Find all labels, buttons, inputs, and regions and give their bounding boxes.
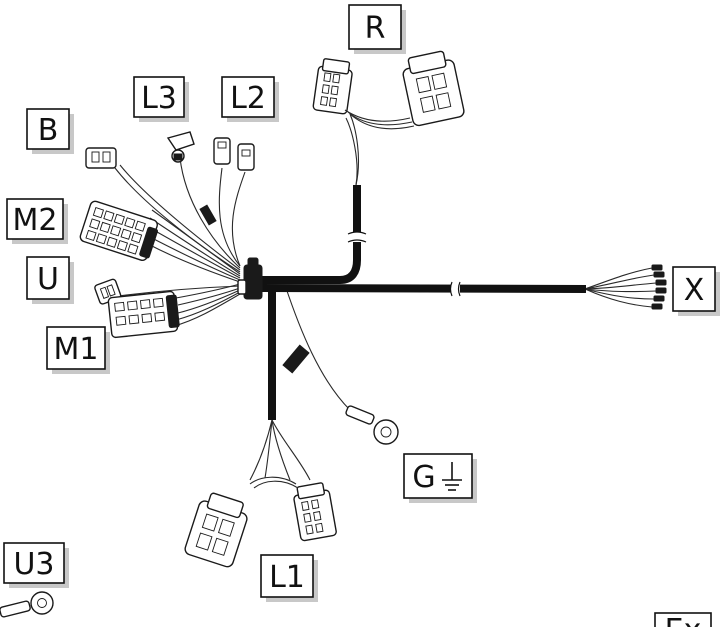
connector-m1 bbox=[107, 290, 180, 339]
connector-l2 bbox=[199, 137, 255, 226]
connector-x-terminals bbox=[651, 264, 667, 310]
connector-l3 bbox=[166, 131, 195, 163]
svg-text:M1: M1 bbox=[54, 332, 99, 367]
label-l3: L3 bbox=[133, 76, 189, 122]
label-m2: M2 bbox=[6, 198, 68, 244]
svg-text:G: G bbox=[412, 460, 435, 495]
connector-l1 bbox=[184, 476, 337, 568]
label-ex: Ex bbox=[654, 612, 712, 627]
svg-text:Ex: Ex bbox=[665, 613, 702, 627]
svg-text:R: R bbox=[365, 11, 386, 46]
label-l2: L2 bbox=[221, 76, 279, 122]
ground-ring-terminal bbox=[282, 344, 399, 445]
break-mark-horizontal bbox=[449, 281, 461, 297]
connector-m2 bbox=[79, 200, 158, 261]
connector-r bbox=[312, 50, 465, 130]
svg-text:M2: M2 bbox=[13, 203, 58, 238]
svg-text:U: U bbox=[37, 262, 59, 297]
svg-text:B: B bbox=[38, 113, 59, 148]
label-m1: M1 bbox=[46, 326, 110, 374]
label-x: X bbox=[672, 266, 720, 316]
junction-clip bbox=[237, 257, 263, 300]
svg-text:U3: U3 bbox=[13, 547, 54, 582]
branch-wires bbox=[114, 113, 657, 481]
label-g: G bbox=[403, 453, 477, 503]
label-r: R bbox=[348, 4, 406, 54]
connector-b bbox=[85, 147, 117, 169]
label-u: U bbox=[26, 256, 74, 304]
svg-text:X: X bbox=[684, 273, 705, 308]
svg-text:L2: L2 bbox=[230, 81, 266, 116]
svg-text:L3: L3 bbox=[141, 81, 177, 116]
u3-ring-terminal bbox=[0, 591, 54, 618]
label-l1: L1 bbox=[260, 554, 318, 602]
main-trunks bbox=[261, 185, 587, 420]
ground-icon bbox=[442, 462, 462, 491]
label-u3: U3 bbox=[3, 542, 69, 588]
svg-text:L1: L1 bbox=[269, 560, 305, 595]
break-mark-upper bbox=[347, 231, 367, 243]
label-b: B bbox=[26, 108, 74, 154]
